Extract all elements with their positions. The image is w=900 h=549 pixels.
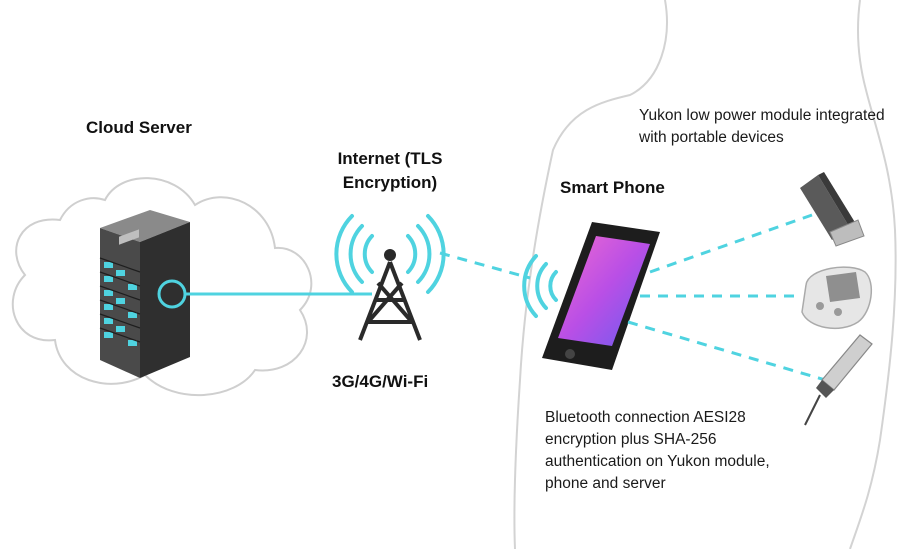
- server-port-marker: [157, 279, 187, 309]
- phone-signal-icon: [522, 254, 558, 318]
- cloud-server-label: Cloud Server: [86, 118, 192, 137]
- phone-pen-link: [627, 320, 833, 384]
- tower-signal-right-icon: [406, 214, 446, 294]
- bluetooth-note-label: Bluetooth connection AESI28 encryption p…: [545, 409, 770, 492]
- phone-inhaler-link: [649, 213, 813, 274]
- smartphone-icon: [542, 222, 660, 370]
- tower-signal-left-icon: [334, 214, 374, 294]
- server-rack-icon: [99, 210, 190, 378]
- body-silhouette: [513, 0, 897, 549]
- insulin-pen-icon: [804, 334, 873, 426]
- cell-tower-icon: [358, 249, 422, 341]
- internet-label: Internet (TLS Encryption): [337, 149, 443, 192]
- yukon-module-label: Yukon low power module integrated with p…: [639, 107, 885, 146]
- smart-phone-label: Smart Phone: [560, 178, 665, 197]
- inhaler-icon: [800, 172, 865, 247]
- glucose-meter-icon: [801, 266, 873, 330]
- network-label: 3G/4G/Wi-Fi: [332, 372, 429, 391]
- tower-phone-link: [439, 251, 531, 280]
